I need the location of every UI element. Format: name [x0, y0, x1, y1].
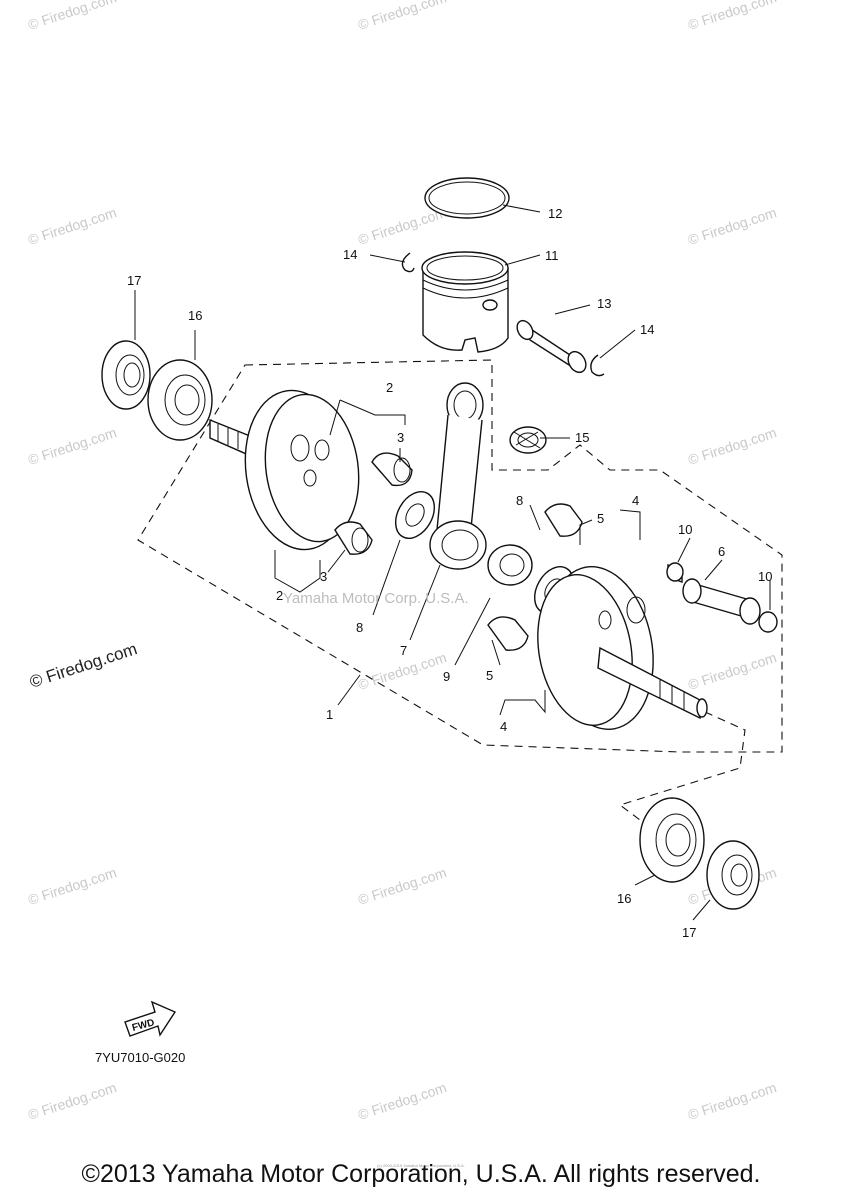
- big-end-bearing-part: [487, 544, 533, 586]
- callout-11: 11: [545, 248, 559, 263]
- balancer-shaft-part: [682, 578, 761, 625]
- callout-3: 3: [320, 569, 327, 584]
- watermark: © Firedog.com: [26, 0, 118, 33]
- crank-right-half: [537, 566, 708, 730]
- watermark: © Firedog.com: [26, 864, 118, 908]
- callout-10: 10: [758, 569, 772, 584]
- watermark: © Firedog.com: [26, 424, 118, 468]
- piston-part: [421, 251, 509, 353]
- watermark: © Firedog.com: [356, 1079, 448, 1123]
- dowel-pin-right: [758, 611, 778, 633]
- piston-ring-part: [424, 177, 510, 219]
- crankshaft-assembly-outline: [137, 359, 783, 753]
- callout-3: 3: [397, 430, 404, 445]
- watermark: © Firedog.com: [26, 204, 118, 248]
- callout-9: 9: [443, 669, 450, 684]
- dowel-pin-left: [666, 562, 684, 583]
- crank-pin-right-upper: [544, 503, 583, 537]
- needle-bearing-part: [509, 426, 547, 454]
- callout-4: 4: [500, 719, 507, 734]
- callout-6: 6: [718, 544, 725, 559]
- crank-left-half: [209, 389, 360, 551]
- watermark: © Firedog.com: [686, 0, 778, 33]
- callout-7: 7: [400, 643, 407, 658]
- copyright-notice: ©2013 Yamaha Motor Corporation, U.S.A. A…: [81, 1160, 761, 1188]
- watermark: © Firedog.com: [686, 424, 778, 468]
- watermark-dark: © Firedog.com: [27, 639, 139, 692]
- circlip-part: [401, 252, 415, 273]
- thrust-washer-left: [394, 491, 436, 539]
- watermark-layer: © Firedog.com © Firedog.com © Firedog.co…: [26, 0, 778, 1123]
- callout-1: 1: [326, 707, 333, 722]
- drawing-code: 7YU7010-G020: [95, 1050, 185, 1065]
- bearing-lower-dashed: [618, 711, 746, 821]
- callout-13: 13: [597, 296, 611, 311]
- bearing-17-upper: [101, 340, 151, 410]
- watermark: © Firedog.com: [686, 1079, 778, 1123]
- center-watermark: Yamaha Motor Corp. U.S.A.: [283, 590, 469, 607]
- callout-15: 15: [575, 430, 589, 445]
- piston-pin-part: [516, 319, 587, 374]
- watermark: © Firedog.com: [686, 649, 778, 693]
- bearing-16-lower: [639, 797, 705, 883]
- bearing-16-upper: [147, 359, 213, 441]
- callout-2: 2: [276, 588, 283, 603]
- callout-16: 16: [617, 891, 631, 906]
- circlip-part: [590, 354, 605, 377]
- callout-16: 16: [188, 308, 202, 323]
- callout-14: 14: [640, 322, 654, 337]
- watermark: © Firedog.com: [356, 864, 448, 908]
- leader-lines: [134, 204, 771, 921]
- fwd-arrow-icon: FWD: [124, 1000, 177, 1037]
- callout-8: 8: [356, 620, 363, 635]
- bearing-17-lower: [706, 840, 760, 910]
- crank-pin-upper: [371, 452, 413, 487]
- callout-17: 17: [682, 925, 696, 940]
- callout-5: 5: [486, 668, 493, 683]
- callout-4: 4: [632, 493, 639, 508]
- connecting-rod-part: [429, 382, 487, 570]
- callout-5: 5: [597, 511, 604, 526]
- watermark: © Firedog.com: [686, 204, 778, 248]
- callout-14: 14: [343, 247, 357, 262]
- callout-12: 12: [548, 206, 562, 221]
- callouts: 12 14 11 13 14 15 17 16 2 3 3 2 8 8 7 9 …: [127, 206, 772, 940]
- callout-10: 10: [678, 522, 692, 537]
- fine-print: (c) 2000-2015 Yamaha Motor Corporation, …: [377, 1163, 465, 1168]
- callout-17: 17: [127, 273, 141, 288]
- watermark: © Firedog.com: [26, 1079, 118, 1123]
- crank-pin-right-lower: [487, 616, 529, 651]
- callout-2: 2: [386, 380, 393, 395]
- callout-8: 8: [516, 493, 523, 508]
- crank-pin-lower: [334, 521, 373, 555]
- watermark: © Firedog.com: [356, 0, 448, 33]
